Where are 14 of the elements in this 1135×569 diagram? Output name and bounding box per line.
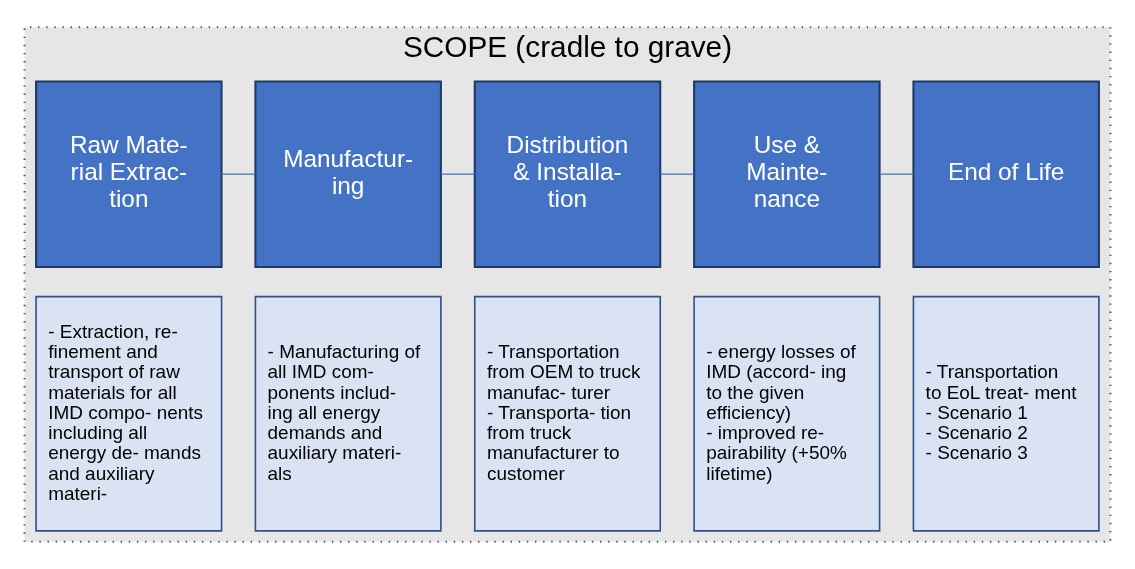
node-box: Raw Mate- rial Extrac- tion bbox=[35, 80, 223, 268]
node-box: - Transportation from OEM to truck manufac- turer - Transporta- tion from truck manufacturer to customer bbox=[473, 295, 662, 532]
connector bbox=[221, 173, 256, 175]
node-box: - energy losses of IMD (accord- ing to the given efficiency) - improved re- pairability (+50% lifetime) bbox=[693, 295, 881, 532]
connector bbox=[879, 173, 915, 175]
node-box: Use & Mainte- nance bbox=[693, 80, 881, 268]
connector bbox=[440, 173, 476, 175]
node-box: - Transportation to EoL treat- ment - Scenario 1 - Scenario 2 - Scenario 3 bbox=[912, 295, 1100, 532]
connector bbox=[659, 173, 695, 175]
node-box: - Manufacturing of all IMD com- ponents includ- ing all energy demands and auxiliary materi- als bbox=[254, 295, 442, 532]
node-box: Distribution & Installa- tion bbox=[473, 80, 662, 268]
node-box: End of Life bbox=[912, 80, 1100, 268]
node-box: - Extraction, re- finement and transport of raw materials for all IMD compo- nents including all energy de- mands and auxiliary materi- bbox=[35, 295, 223, 532]
node-box: Manufactur- ing bbox=[254, 80, 442, 268]
